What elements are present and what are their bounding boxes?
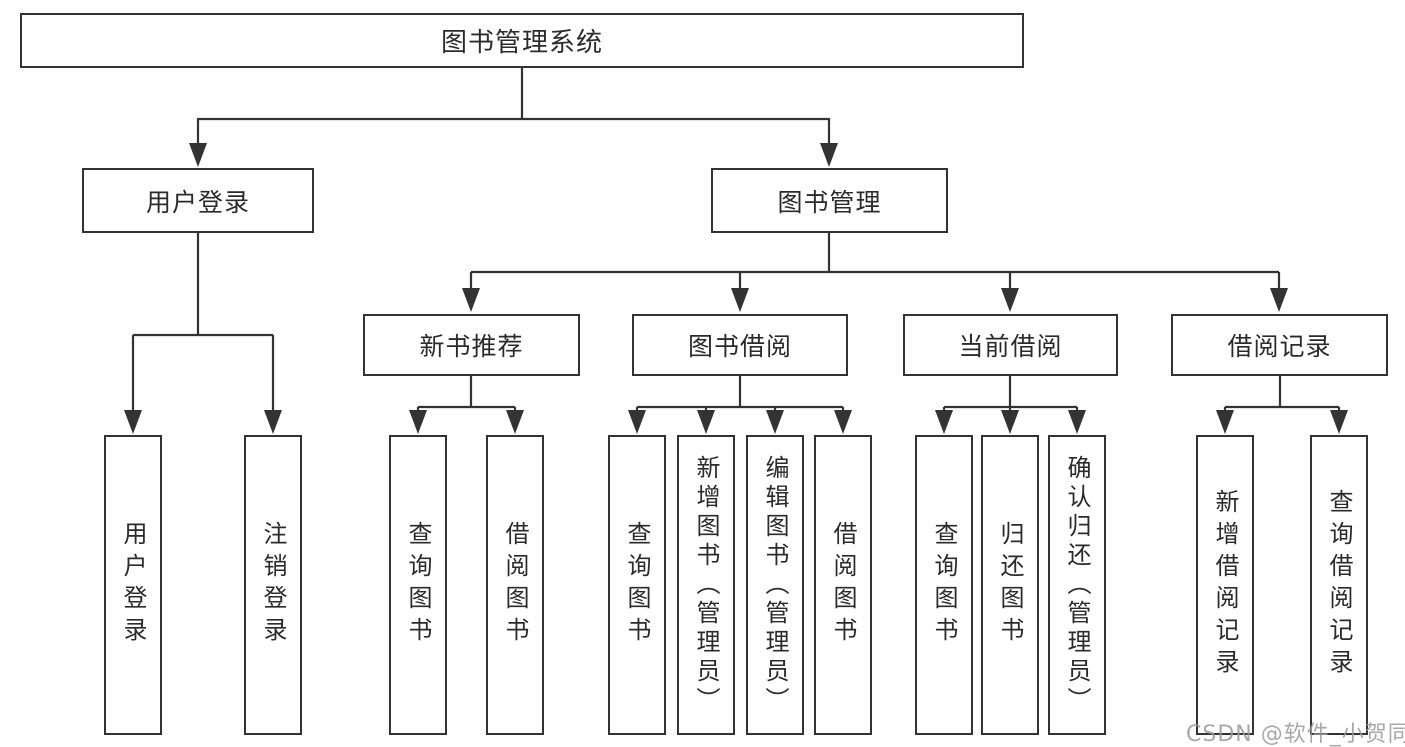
arrowhead [264, 410, 282, 434]
leaf-query-borrow-record: 查询借阅记录 [1310, 435, 1368, 735]
node-label: 图书借阅 [687, 332, 792, 361]
arrowhead [1001, 288, 1019, 312]
node-label: 查询图书 [930, 521, 958, 649]
node-book-management: 图书管理 [711, 168, 948, 233]
leaf-return-books: 归还图书 [981, 435, 1039, 735]
leaf-query-books-current: 查询图书 [915, 435, 973, 735]
node-label: 注销登录 [259, 521, 287, 649]
node-label: 借阅图书 [501, 521, 529, 649]
arrowhead [628, 410, 646, 434]
leaf-edit-books-admin: 编辑图书（管理员） [746, 435, 804, 735]
node-new-book-recommendation: 新书推荐 [363, 314, 580, 376]
node-borrowing-records: 借阅记录 [1171, 314, 1388, 376]
leaf-add-books-admin: 新增图书（管理员） [677, 435, 735, 735]
arrowhead [697, 410, 715, 434]
node-library-management-system: 图书管理系统 [20, 13, 1024, 68]
node-label: 当前借阅 [958, 332, 1063, 361]
csdn-watermark: CSDN @软件_小贺同学 [1186, 722, 1405, 747]
arrowhead [409, 410, 427, 434]
connector-current-borrowing-to-leaves [942, 376, 1079, 412]
arrowhead [506, 410, 524, 434]
arrowhead [935, 410, 953, 434]
arrowhead [1216, 410, 1234, 434]
leaf-borrow-books-recommendation: 借阅图书 [486, 435, 544, 735]
leaf-user-login: 用户登录 [104, 435, 162, 735]
arrowhead [189, 143, 207, 167]
node-label: 查询图书 [404, 521, 432, 649]
leaf-query-books-recommendation: 查询图书 [389, 435, 447, 735]
node-label: 确认归还（管理员） [1063, 454, 1091, 716]
arrowhead [1068, 410, 1086, 434]
node-label: 查询图书 [623, 521, 651, 649]
leaf-query-books-borrowing: 查询图书 [608, 435, 666, 735]
connector-borrowing-records-to-leaves [1223, 376, 1341, 412]
arrowhead [731, 288, 749, 312]
node-label: 查询借阅记录 [1325, 489, 1353, 681]
node-book-borrowing: 图书借阅 [632, 314, 848, 376]
node-label: 用户登录 [145, 187, 250, 217]
node-label: 新增借阅记录 [1211, 489, 1239, 681]
connector-new-book-recommendation-to-leaves [416, 376, 517, 412]
connector-book-borrowing-to-leaves [635, 376, 845, 412]
connector-root-to-level2 [196, 68, 831, 146]
node-label: 编辑图书（管理员） [761, 454, 789, 716]
arrowhead [1001, 410, 1019, 434]
node-label: 借阅图书 [829, 521, 857, 649]
arrowhead [462, 288, 480, 312]
arrowhead [820, 143, 838, 167]
node-label: 图书管理 [777, 187, 882, 217]
node-label: 图书管理系统 [440, 28, 603, 58]
leaf-borrow-books: 借阅图书 [814, 435, 872, 735]
leaf-logout-login: 注销登录 [244, 435, 302, 735]
arrowhead [1270, 288, 1288, 312]
connector-book-management-to-level3 [469, 233, 1281, 290]
arrowhead [1330, 410, 1348, 434]
node-label: 用户登录 [119, 521, 147, 649]
node-label: 借阅记录 [1227, 332, 1332, 361]
arrowhead [834, 410, 852, 434]
node-label: 新书推荐 [419, 332, 524, 361]
arrowhead [766, 410, 784, 434]
node-label: 新增图书（管理员） [692, 454, 720, 716]
node-user-login: 用户登录 [82, 168, 314, 233]
leaf-add-borrow-record: 新增借阅记录 [1196, 435, 1254, 735]
node-current-borrowing: 当前借阅 [903, 314, 1118, 376]
connector-user-login-to-leaves [131, 233, 275, 412]
node-label: 归还图书 [996, 521, 1024, 649]
leaf-confirm-return-admin: 确认归还（管理员） [1048, 435, 1106, 735]
arrowhead [124, 410, 142, 434]
